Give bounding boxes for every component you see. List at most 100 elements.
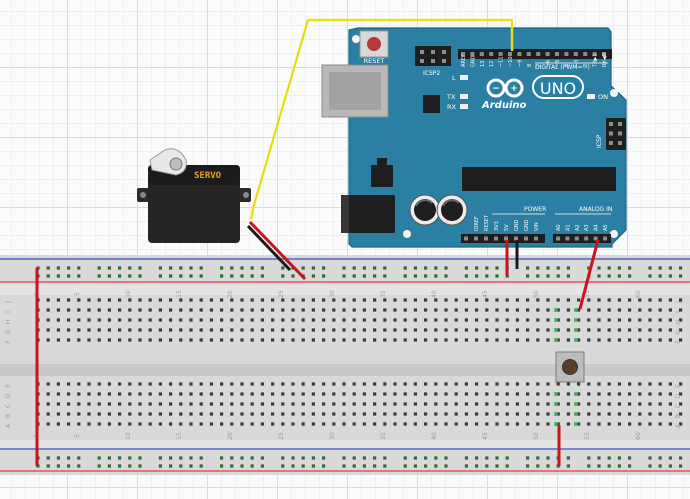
- breadboard-hole: [577, 412, 581, 416]
- header-pin[interactable]: [464, 236, 468, 241]
- header-pin[interactable]: [470, 52, 475, 56]
- header-pin[interactable]: [609, 141, 613, 145]
- breadboard-hole: [209, 298, 213, 302]
- breadboard-hole: [209, 318, 213, 322]
- pin-label: 12: [489, 61, 495, 67]
- header-pin[interactable]: [461, 52, 465, 56]
- header-pin[interactable]: [602, 52, 606, 56]
- header-pin[interactable]: [545, 52, 550, 56]
- header-pin[interactable]: [593, 236, 598, 241]
- rail-hole: [434, 456, 438, 460]
- wire-analog-in[interactable]: [578, 239, 600, 310]
- header-pin[interactable]: [618, 131, 622, 136]
- header-pin[interactable]: [555, 52, 559, 56]
- breadboard-hole: [250, 402, 254, 406]
- header-pin[interactable]: [574, 236, 579, 241]
- rail-hole: [464, 274, 468, 278]
- header-pin[interactable]: [573, 52, 578, 56]
- header-pin[interactable]: [494, 236, 498, 241]
- breadboard-hole: [260, 422, 264, 426]
- breadboard-hole: [260, 392, 264, 396]
- breadboard-hole: [322, 412, 326, 416]
- header-pin[interactable]: [603, 236, 607, 241]
- breadboard-hole: [107, 328, 111, 332]
- header-pin[interactable]: [479, 52, 484, 56]
- breadboard-hole: [87, 318, 91, 322]
- breadboard-hole: [515, 308, 519, 312]
- header-pin[interactable]: [431, 50, 435, 54]
- header-pin[interactable]: [489, 52, 494, 56]
- header-pin[interactable]: [609, 122, 613, 126]
- breadboard-hole: [383, 412, 387, 416]
- breadboard-hole: [179, 318, 183, 322]
- header-pin[interactable]: [442, 50, 446, 54]
- header-pin[interactable]: [583, 52, 588, 56]
- header-pin[interactable]: [517, 52, 522, 56]
- breadboard-hole: [383, 402, 387, 406]
- header-pin[interactable]: [420, 50, 424, 54]
- header-pin[interactable]: [536, 52, 541, 56]
- breadboard-hole: [424, 422, 428, 426]
- header-pin[interactable]: [526, 52, 531, 56]
- header-pin[interactable]: [618, 141, 622, 145]
- rail-hole: [169, 266, 173, 270]
- header-pin[interactable]: [484, 236, 488, 241]
- header-pin[interactable]: [556, 236, 560, 241]
- header-pin[interactable]: [534, 236, 538, 241]
- header-pin[interactable]: [584, 236, 589, 241]
- pin-label: RESET: [484, 214, 490, 231]
- header-pin[interactable]: [564, 52, 569, 56]
- rail-hole: [97, 266, 101, 270]
- header-pin[interactable]: [514, 236, 518, 241]
- header-pin[interactable]: [565, 236, 570, 241]
- breadboard-hole: [566, 328, 570, 332]
- breadboard-hole: [250, 328, 254, 332]
- header-pin[interactable]: [474, 236, 478, 241]
- breadboard-hole: [475, 422, 479, 426]
- breadboard-hole: [658, 318, 662, 322]
- breadboard-hole: [230, 402, 234, 406]
- breadboard-hole: [220, 318, 224, 322]
- breadboard-hole: [475, 328, 479, 332]
- on-label: ON: [598, 93, 608, 101]
- column-number: 15: [176, 290, 183, 298]
- breadboard-hole: [271, 328, 275, 332]
- breadboard-hole: [505, 392, 509, 396]
- breadboard-hole: [648, 318, 652, 322]
- breadboard-hole: [169, 308, 173, 312]
- rail-hole: [352, 464, 356, 468]
- header-pin[interactable]: [420, 59, 424, 63]
- led-on: [587, 94, 595, 99]
- breadboard-hole: [169, 382, 173, 386]
- header-pin[interactable]: [508, 52, 512, 56]
- breadboard-hole: [597, 412, 601, 416]
- header-pin[interactable]: [618, 122, 622, 126]
- header-pin[interactable]: [442, 59, 446, 63]
- servo[interactable]: SERVO: [137, 148, 251, 243]
- breadboard-hole: [668, 422, 672, 426]
- wire-servo-vcc[interactable]: [248, 220, 307, 281]
- voltage-regulator: [371, 165, 393, 187]
- breadboard-hole: [240, 318, 244, 322]
- row-letter: A: [5, 423, 12, 428]
- breadboard-hole: [67, 318, 71, 322]
- pushbutton[interactable]: [555, 351, 585, 383]
- header-pin[interactable]: [609, 131, 613, 136]
- breadboard-hole: [434, 338, 438, 342]
- row-letter: E: [5, 384, 12, 388]
- rail-hole: [485, 464, 489, 468]
- header-pin[interactable]: [592, 52, 597, 56]
- wire-servo-gnd[interactable]: [246, 224, 292, 272]
- breadboard-hole: [566, 308, 570, 312]
- breadboard-hole: [322, 328, 326, 332]
- header-pin[interactable]: [498, 52, 503, 56]
- header-pin[interactable]: [524, 236, 528, 241]
- header-pin[interactable]: [504, 236, 508, 241]
- breadboard-hole: [179, 338, 183, 342]
- breadboard-hole: [668, 412, 672, 416]
- breadboard-hole: [679, 392, 683, 396]
- header-pin[interactable]: [431, 59, 435, 63]
- breadboard-hole: [56, 338, 60, 342]
- model-label: UNO: [540, 79, 576, 98]
